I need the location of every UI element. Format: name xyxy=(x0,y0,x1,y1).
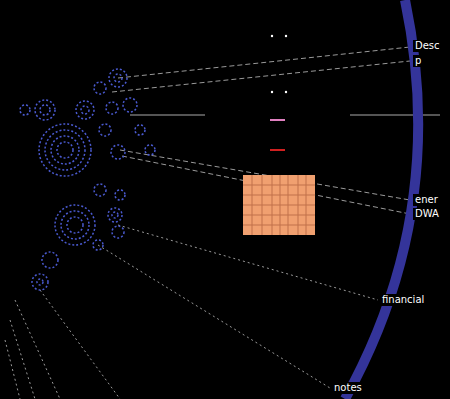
node-clusters xyxy=(20,69,155,290)
callout-label: notes xyxy=(332,382,364,394)
outer-arc xyxy=(345,0,418,399)
callout-label: Desc xyxy=(413,40,442,52)
callout-label: financial xyxy=(380,294,426,306)
marks xyxy=(270,35,287,150)
orange-grid xyxy=(243,175,315,235)
callout-label: DWA xyxy=(413,208,441,220)
callout-label: p xyxy=(413,55,423,67)
callout-label: ener xyxy=(413,194,440,206)
